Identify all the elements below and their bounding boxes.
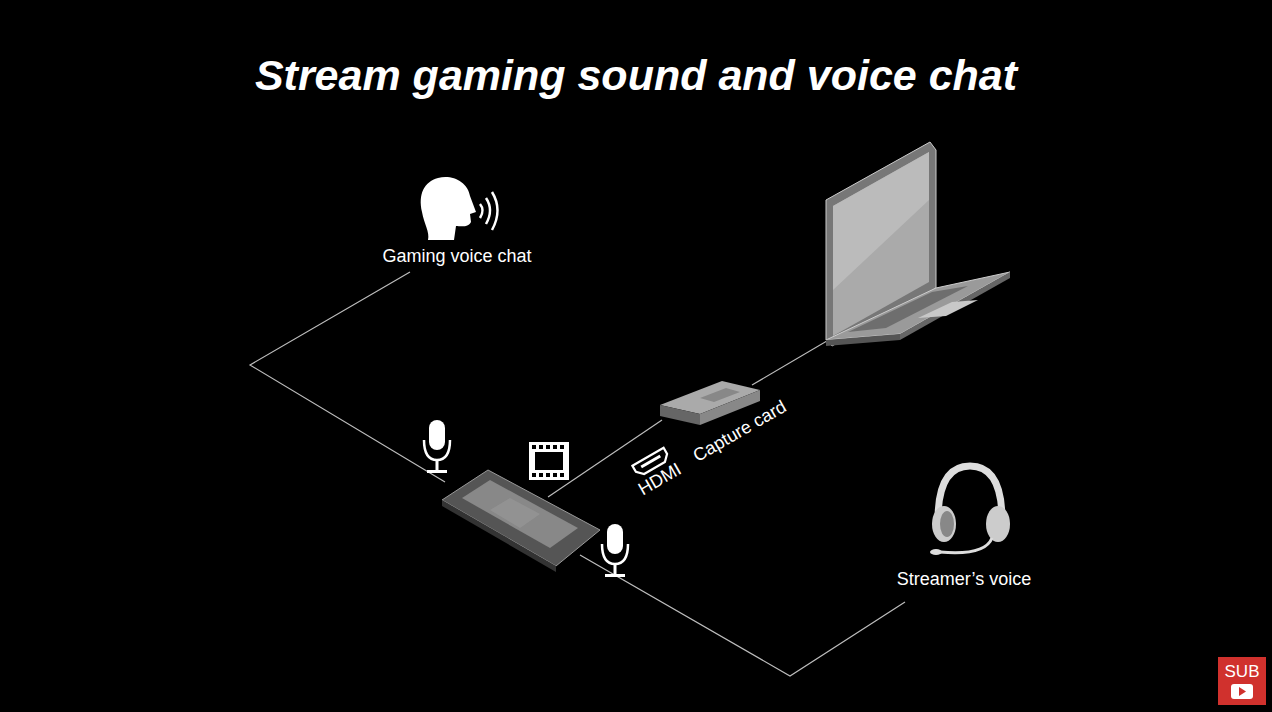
- laptop: [826, 142, 1010, 346]
- subscribe-badge: [1218, 657, 1266, 705]
- icon-label: Gaming voice chat: [382, 247, 531, 267]
- film-icon: [529, 442, 569, 480]
- microphone-icon: [424, 420, 450, 473]
- head-icon: [421, 177, 498, 240]
- headset-icon: [930, 466, 1010, 555]
- icon-label: Streamer’s voice: [897, 570, 1031, 590]
- watermark: SUB: [1225, 663, 1260, 682]
- microphone-icon: [602, 524, 628, 577]
- diagram-title: Stream gaming sound and voice chat: [255, 52, 1017, 99]
- wire: [250, 272, 905, 676]
- handheld-device: [442, 470, 600, 572]
